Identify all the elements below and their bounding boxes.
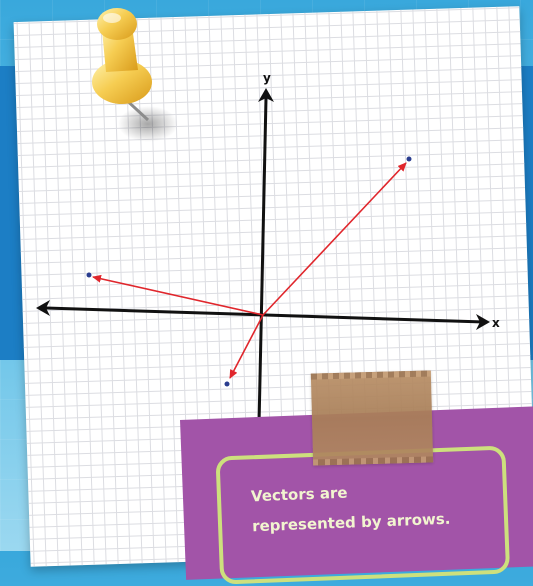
push-pin-icon <box>92 8 178 142</box>
vector-upper-left <box>92 274 264 316</box>
x-axis-label: x <box>492 316 500 330</box>
y-axis <box>257 97 268 426</box>
vector-upper-right <box>262 162 407 316</box>
point-upper-right <box>406 156 412 162</box>
point-lower-left <box>224 381 230 387</box>
vector-lower-left <box>229 314 264 379</box>
point-upper-left <box>86 272 92 278</box>
masking-tape <box>310 370 434 466</box>
note-text: Vectors are represented by arrows. <box>250 472 502 542</box>
y-axis-label: y <box>263 71 271 85</box>
x-axis <box>45 306 485 324</box>
x-axis-right-arrow <box>476 314 490 330</box>
note-frame: Vectors are represented by arrows. <box>215 445 511 585</box>
x-axis-left-arrow <box>36 300 50 316</box>
y-axis-arrow <box>258 88 274 102</box>
vector-diagram: x y <box>36 71 500 426</box>
